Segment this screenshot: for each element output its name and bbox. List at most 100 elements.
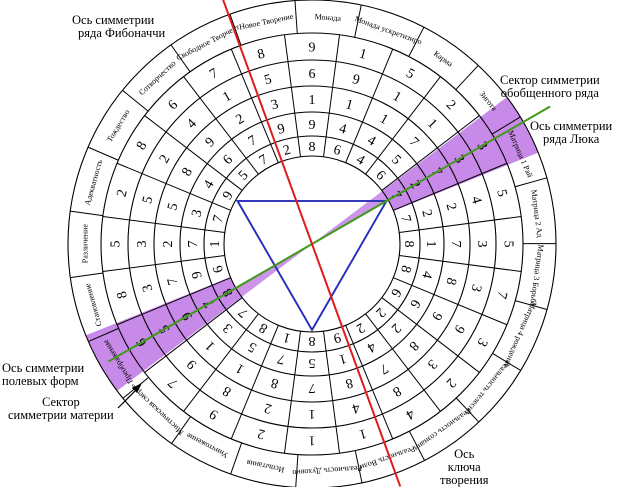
ring-digit: 5 bbox=[263, 72, 274, 88]
ring-digit: 7 bbox=[166, 375, 182, 391]
ring-digit: 1 bbox=[309, 93, 316, 108]
ring-digit: 3 bbox=[140, 283, 156, 294]
lucas-axis-line bbox=[107, 105, 551, 363]
sector-name: Адекватность bbox=[83, 158, 104, 206]
ring-digit: 7 bbox=[397, 214, 413, 225]
ring-digit: 5 bbox=[236, 168, 252, 184]
ring-digit: 1 bbox=[203, 338, 219, 354]
spoke-inner bbox=[283, 331, 302, 454]
ring-digit: 4 bbox=[364, 133, 378, 149]
ring-digit: 2 bbox=[263, 400, 274, 416]
ring-digit: 4 bbox=[418, 269, 434, 280]
ring-digit: 6 bbox=[166, 98, 182, 114]
ring-digit: 4 bbox=[337, 121, 348, 137]
sector-name: Различение bbox=[80, 224, 89, 264]
sector-name: Испытания bbox=[245, 458, 285, 475]
key-axis-label-line1: Ось bbox=[454, 447, 475, 461]
matter-arrow-head bbox=[132, 383, 142, 393]
spoke-outer bbox=[295, 454, 299, 487]
ring-digit: 2 bbox=[157, 152, 173, 166]
ring-digit: 2 bbox=[443, 375, 459, 391]
spoke-outer bbox=[491, 116, 521, 135]
ring-digit: 8 bbox=[442, 276, 458, 287]
ring-digit: 8 bbox=[406, 338, 422, 354]
key-axis-line bbox=[222, 0, 402, 487]
ring-digit: 7 bbox=[257, 152, 271, 168]
ring-digit: 7 bbox=[493, 289, 509, 300]
sector-name: Становление bbox=[83, 282, 104, 327]
ring-digit: 8 bbox=[390, 383, 404, 399]
ring-digit: 8 bbox=[344, 374, 355, 390]
ring-digit: 7 bbox=[246, 133, 260, 149]
sector-name: Матрица 3 Борьба bbox=[528, 244, 546, 307]
gen-sector-highlight bbox=[382, 97, 539, 212]
spoke-outer bbox=[88, 327, 119, 343]
ring-digit: 7 bbox=[186, 241, 201, 248]
ring-digit: 8 bbox=[134, 139, 150, 153]
fib-axis-label-line1: Ось симметрии bbox=[72, 13, 155, 27]
ring-digit: 9 bbox=[189, 269, 205, 280]
spoke-inner bbox=[283, 34, 302, 157]
spoke-outer bbox=[514, 177, 547, 188]
spoke-outer bbox=[70, 210, 103, 217]
ring-digit: 1 bbox=[390, 89, 404, 105]
spoke-outer bbox=[455, 397, 480, 423]
key-axis-label-line2: ключа bbox=[447, 460, 481, 474]
ring-digit: 5 bbox=[165, 202, 181, 213]
ring-digit: 7 bbox=[309, 380, 316, 395]
field-axis-label-line2: полевых форм bbox=[2, 374, 79, 388]
ring-digit: 6 bbox=[406, 296, 422, 310]
ring-digit: 1 bbox=[233, 360, 247, 376]
ring-digit: 2 bbox=[115, 188, 131, 199]
spoke-outer bbox=[170, 44, 191, 73]
sector-name: Свободное Творчест bbox=[175, 22, 242, 62]
ring-digit: 1 bbox=[357, 47, 368, 63]
ring-digit: 2 bbox=[388, 320, 404, 336]
spoke-outer bbox=[354, 450, 363, 483]
ring-digit: 3 bbox=[468, 283, 484, 294]
ring-digit: 1 bbox=[344, 97, 355, 113]
ring-digit: 8 bbox=[309, 140, 316, 155]
spoke-inner bbox=[381, 297, 480, 373]
matter-sector-highlight bbox=[85, 276, 242, 391]
ring-digit: 4 bbox=[353, 152, 367, 168]
spoke-inner bbox=[345, 325, 394, 440]
spoke-inner bbox=[365, 313, 441, 412]
ring-digit: 8 bbox=[256, 47, 267, 63]
spoke-inner bbox=[183, 313, 259, 412]
fib-axis-label-line2: ряда Фибоначчи bbox=[78, 26, 166, 40]
ring-digit: 8 bbox=[401, 241, 416, 248]
ring-circle-4 bbox=[127, 59, 497, 429]
ring-digit: 4 bbox=[201, 178, 217, 192]
spoke-inner bbox=[116, 277, 231, 326]
ring-digit: 8 bbox=[397, 264, 413, 275]
spoke-outer bbox=[455, 65, 479, 90]
ring-digit: 3 bbox=[270, 97, 281, 113]
ring-digit: 2 bbox=[256, 425, 267, 441]
spoke-outer bbox=[229, 14, 242, 46]
ring-digit: 7 bbox=[406, 135, 422, 151]
spoke-outer bbox=[294, 0, 298, 34]
sector-name: Карма bbox=[432, 49, 455, 69]
ring-digit: 1 bbox=[423, 241, 438, 248]
ring-digit: 7 bbox=[207, 66, 221, 82]
ring-digit: 5 bbox=[140, 195, 156, 206]
gen-sector-label: Сектор симметрии обобщенного ряда bbox=[500, 74, 600, 100]
ring-digit: 9 bbox=[309, 118, 316, 133]
ring-digit: 3 bbox=[473, 335, 489, 349]
ring-circle-1 bbox=[203, 135, 421, 353]
ring-digit: 5 bbox=[403, 66, 417, 82]
sector-name: Реальность телесно bbox=[463, 359, 512, 417]
ring-digit: 9 bbox=[451, 322, 467, 336]
spoke-outer bbox=[122, 89, 149, 112]
spoke-inner bbox=[144, 297, 243, 373]
ring-digit: 9 bbox=[220, 189, 236, 203]
spoke-outer bbox=[492, 352, 521, 371]
ring-digit: 2 bbox=[282, 143, 293, 159]
key-axis-label-line3: творения bbox=[440, 473, 489, 487]
red-triangle bbox=[235, 200, 389, 332]
spoke-inner bbox=[230, 325, 279, 440]
ring-digit: 4 bbox=[364, 338, 378, 354]
ring-digit: 2 bbox=[161, 241, 176, 248]
ring-digit: 9 bbox=[309, 41, 316, 56]
